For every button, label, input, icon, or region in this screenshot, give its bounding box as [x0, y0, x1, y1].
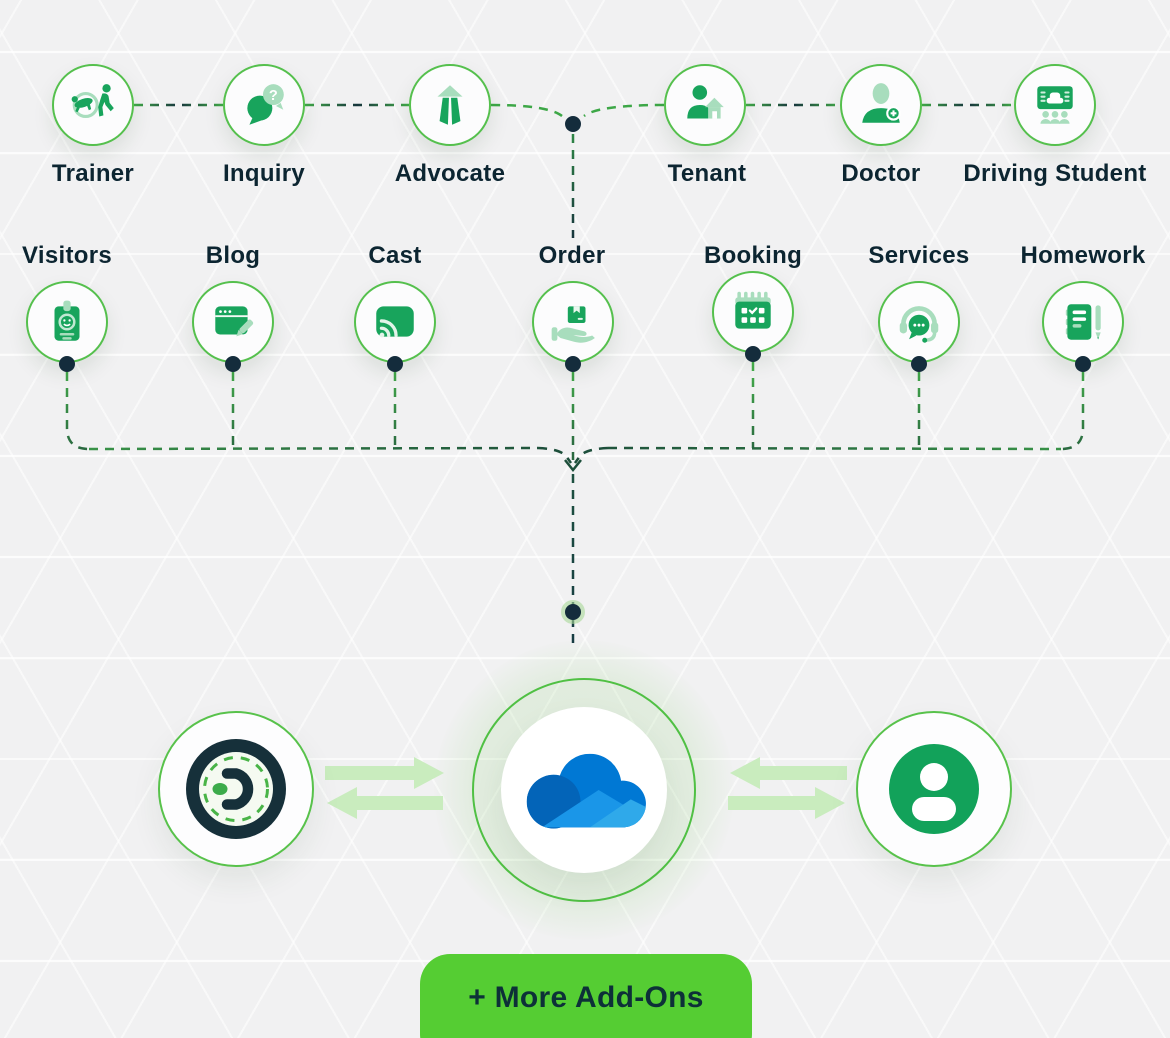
doctor-icon	[862, 83, 901, 123]
order-dot	[565, 356, 581, 372]
visitors-icon	[54, 300, 80, 341]
booking-dot	[745, 346, 761, 362]
junction-dot-middle	[565, 604, 581, 620]
left-app-circle	[158, 711, 314, 867]
node-services	[878, 281, 960, 363]
booking-icon	[735, 291, 771, 329]
node-advocate	[409, 64, 491, 146]
node-homework	[1042, 281, 1124, 363]
services-icon	[899, 306, 939, 343]
node-trainer-label: Trainer	[51, 160, 135, 187]
node-cast-label: Cast	[368, 242, 422, 269]
homework-icon	[1065, 304, 1101, 340]
node-visitors	[26, 281, 108, 363]
node-inquiry-label: Inquiry	[222, 160, 306, 187]
node-tenant	[664, 64, 746, 146]
sync-arrows-left	[325, 757, 444, 819]
more-addons-button[interactable]: + More Add-Ons	[420, 954, 752, 1038]
node-driving-student-label: Driving Student	[963, 160, 1147, 187]
node-visitors-label: Visitors	[22, 242, 112, 269]
node-services-label: Services	[868, 242, 970, 269]
node-inquiry: ?	[223, 64, 305, 146]
blog-dot	[225, 356, 241, 372]
node-order-label: Order	[538, 242, 606, 269]
dashed-d-plugin-logo	[186, 739, 286, 839]
trainer-icon	[71, 84, 114, 119]
order-icon	[551, 306, 595, 343]
dashed-links	[65, 103, 1085, 648]
node-blog-label: Blog	[205, 242, 261, 269]
more-addons-label: + More Add-Ons	[468, 981, 704, 1014]
sync-arrows-right	[728, 757, 847, 819]
cast-dot	[387, 356, 403, 372]
node-booking-label: Booking	[703, 242, 803, 269]
junction-dot-top	[565, 116, 581, 132]
node-cast	[354, 281, 436, 363]
visitors-dot	[59, 356, 75, 372]
hub-ring	[472, 678, 696, 902]
services-dot	[911, 356, 927, 372]
node-booking	[712, 271, 794, 353]
right-app-circle	[856, 711, 1012, 867]
node-doctor-label: Doctor	[841, 160, 921, 187]
node-homework-label: Homework	[1020, 242, 1146, 269]
node-trainer	[52, 64, 134, 146]
node-order	[532, 281, 614, 363]
cast-icon	[376, 306, 414, 338]
node-advocate-label: Advocate	[394, 160, 506, 187]
node-tenant-label: Tenant	[667, 160, 747, 187]
inquiry-icon: ?	[247, 84, 284, 125]
tenant-icon	[687, 85, 724, 119]
node-driving-student	[1014, 64, 1096, 146]
onedrive-cloud-logo	[526, 753, 646, 829]
svg-text:?: ?	[269, 88, 278, 104]
user-account-icon	[889, 744, 979, 834]
blog-icon	[215, 306, 254, 337]
advocate-icon	[437, 85, 463, 125]
node-blog	[192, 281, 274, 363]
homework-dot	[1075, 356, 1091, 372]
driving-student-icon	[1037, 86, 1073, 124]
node-doctor	[840, 64, 922, 146]
hub-circle	[501, 707, 667, 873]
funnel-arrowhead	[564, 459, 582, 473]
